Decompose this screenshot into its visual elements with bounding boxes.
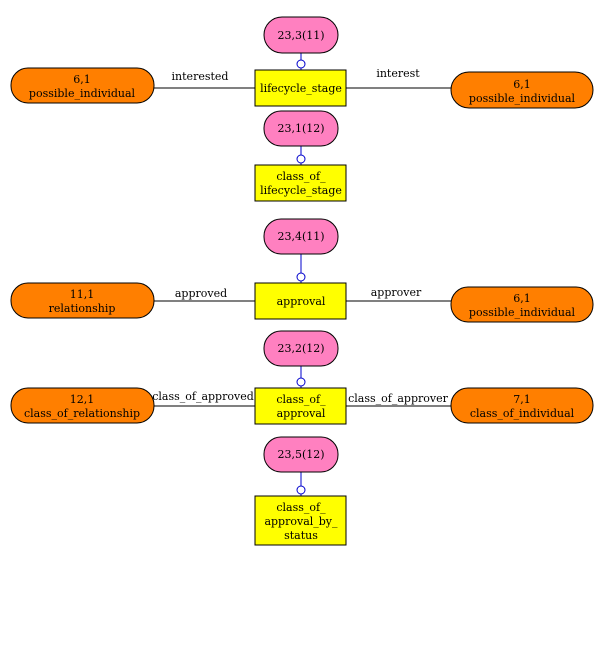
entity-class-of-approval-by-status-line-1: class_of_ bbox=[276, 501, 326, 514]
entity-class-of-lifecycle-stage-line-2: lifecycle_stage bbox=[260, 184, 342, 197]
entity-lifecycle-stage-shape bbox=[254, 69, 347, 107]
entity-class-of-lifecycle-stage[interactable]: class_of_ lifecycle_stage bbox=[254, 164, 347, 202]
relation-label-interest: interest bbox=[376, 67, 420, 80]
entity-class-of-lifecycle-stage-shape bbox=[254, 164, 347, 202]
pink-node-3[interactable]: 23,4(11) bbox=[263, 218, 339, 255]
ref-node-5-line-1: 12,1 bbox=[70, 393, 95, 406]
pink-node-1[interactable]: 23,3(11) bbox=[263, 16, 339, 54]
ref-node-5-line-2: class_of_relationship bbox=[24, 407, 140, 420]
ref-node-1-shape bbox=[10, 67, 155, 104]
pink-node-5[interactable]: 23,5(12) bbox=[263, 436, 339, 473]
relation-label-approved: approved bbox=[175, 287, 227, 300]
relation-label-class-of-approved: class_of_approved bbox=[152, 390, 254, 403]
pink-nodes: 23,3(11) 23,1(12) 23,4(11) 23,2(12) 23,5… bbox=[263, 16, 339, 473]
ref-node-2-shape bbox=[450, 71, 594, 109]
ref-node-4-shape bbox=[450, 286, 594, 323]
pink-node-4-shape bbox=[263, 330, 339, 367]
relation-label-class-of-approver: class_of_approver bbox=[348, 392, 448, 405]
ref-node-6-line-2: class_of_individual bbox=[470, 407, 575, 420]
ref-node-4-line-1: 6,1 bbox=[513, 292, 531, 305]
pink-node-3-shape bbox=[263, 218, 339, 255]
entity-class-of-approval-by-status-shape bbox=[254, 495, 347, 546]
entity-class-of-approval-by-status-line-2: approval_by_ bbox=[264, 515, 338, 528]
ref-node-4[interactable]: 6,1 possible_individual bbox=[450, 286, 594, 323]
connector-circle-5 bbox=[296, 485, 306, 495]
ref-node-6-line-1: 7,1 bbox=[513, 393, 531, 406]
ref-node-6[interactable]: 7,1 class_of_individual bbox=[450, 387, 594, 424]
entity-class-of-approval-line-1: class_of_ bbox=[276, 393, 326, 406]
ref-node-5[interactable]: 12,1 class_of_relationship bbox=[10, 387, 155, 424]
ref-node-2[interactable]: 6,1 possible_individual bbox=[450, 71, 594, 109]
connector-circle-4 bbox=[296, 377, 306, 387]
entity-lifecycle-stage-line-1: lifecycle_stage bbox=[260, 82, 342, 95]
ref-node-2-line-2: possible_individual bbox=[469, 92, 576, 105]
pink-node-2[interactable]: 23,1(12) bbox=[263, 110, 339, 147]
ref-node-4-line-2: possible_individual bbox=[469, 306, 576, 319]
pink-node-5-label: 23,5(12) bbox=[277, 448, 324, 461]
entity-approval[interactable]: approval bbox=[254, 282, 347, 320]
entity-approval-line-1: approval bbox=[277, 295, 326, 308]
entity-class-of-approval[interactable]: class_of_ approval bbox=[254, 387, 347, 425]
ref-node-2-line-1: 6,1 bbox=[513, 78, 531, 91]
ref-node-3-line-1: 11,1 bbox=[70, 288, 95, 301]
ref-node-3[interactable]: 11,1 relationship bbox=[10, 282, 155, 319]
connector-circle-2 bbox=[296, 154, 306, 164]
relation-lines bbox=[154, 87, 451, 407]
entity-class-of-approval-line-2: approval bbox=[277, 407, 326, 420]
ref-node-3-line-2: relationship bbox=[49, 302, 116, 315]
inheritance-connectors bbox=[296, 53, 306, 496]
ref-node-5-shape bbox=[10, 387, 155, 424]
ref-node-1-line-2: possible_individual bbox=[29, 87, 136, 100]
ref-node-6-shape bbox=[450, 387, 594, 424]
pink-node-2-label: 23,1(12) bbox=[277, 122, 324, 135]
relation-labels: interested interest approved approver cl… bbox=[152, 67, 448, 405]
pink-node-1-label: 23,3(11) bbox=[277, 29, 324, 42]
entity-lifecycle-stage[interactable]: lifecycle_stage bbox=[254, 69, 347, 107]
ref-node-3-shape bbox=[10, 282, 155, 319]
relation-label-interested: interested bbox=[172, 70, 229, 83]
pink-node-4[interactable]: 23,2(12) bbox=[263, 330, 339, 367]
ref-node-1-line-1: 6,1 bbox=[73, 73, 91, 86]
relation-label-approver: approver bbox=[371, 286, 422, 299]
ref-node-1[interactable]: 6,1 possible_individual bbox=[10, 67, 155, 104]
pink-node-3-label: 23,4(11) bbox=[277, 230, 324, 243]
entity-class-of-approval-by-status-line-3: status bbox=[284, 529, 318, 542]
entity-class-of-approval-by-status[interactable]: class_of_ approval_by_ status bbox=[254, 495, 347, 546]
entity-approval-shape bbox=[254, 282, 347, 320]
pink-node-2-shape bbox=[263, 110, 339, 147]
connector-circle-3 bbox=[296, 272, 306, 282]
pink-node-4-label: 23,2(12) bbox=[277, 342, 324, 355]
entity-class-of-lifecycle-stage-line-1: class_of_ bbox=[276, 170, 326, 183]
pink-node-5-shape bbox=[263, 436, 339, 473]
entity-nodes: lifecycle_stage class_of_ lifecycle_stag… bbox=[254, 69, 347, 546]
reference-nodes: 6,1 possible_individual 6,1 possible_ind… bbox=[10, 67, 594, 424]
entity-class-of-approval-shape bbox=[254, 387, 347, 425]
connector-circle-1 bbox=[296, 59, 306, 69]
pink-node-1-shape bbox=[263, 16, 339, 54]
